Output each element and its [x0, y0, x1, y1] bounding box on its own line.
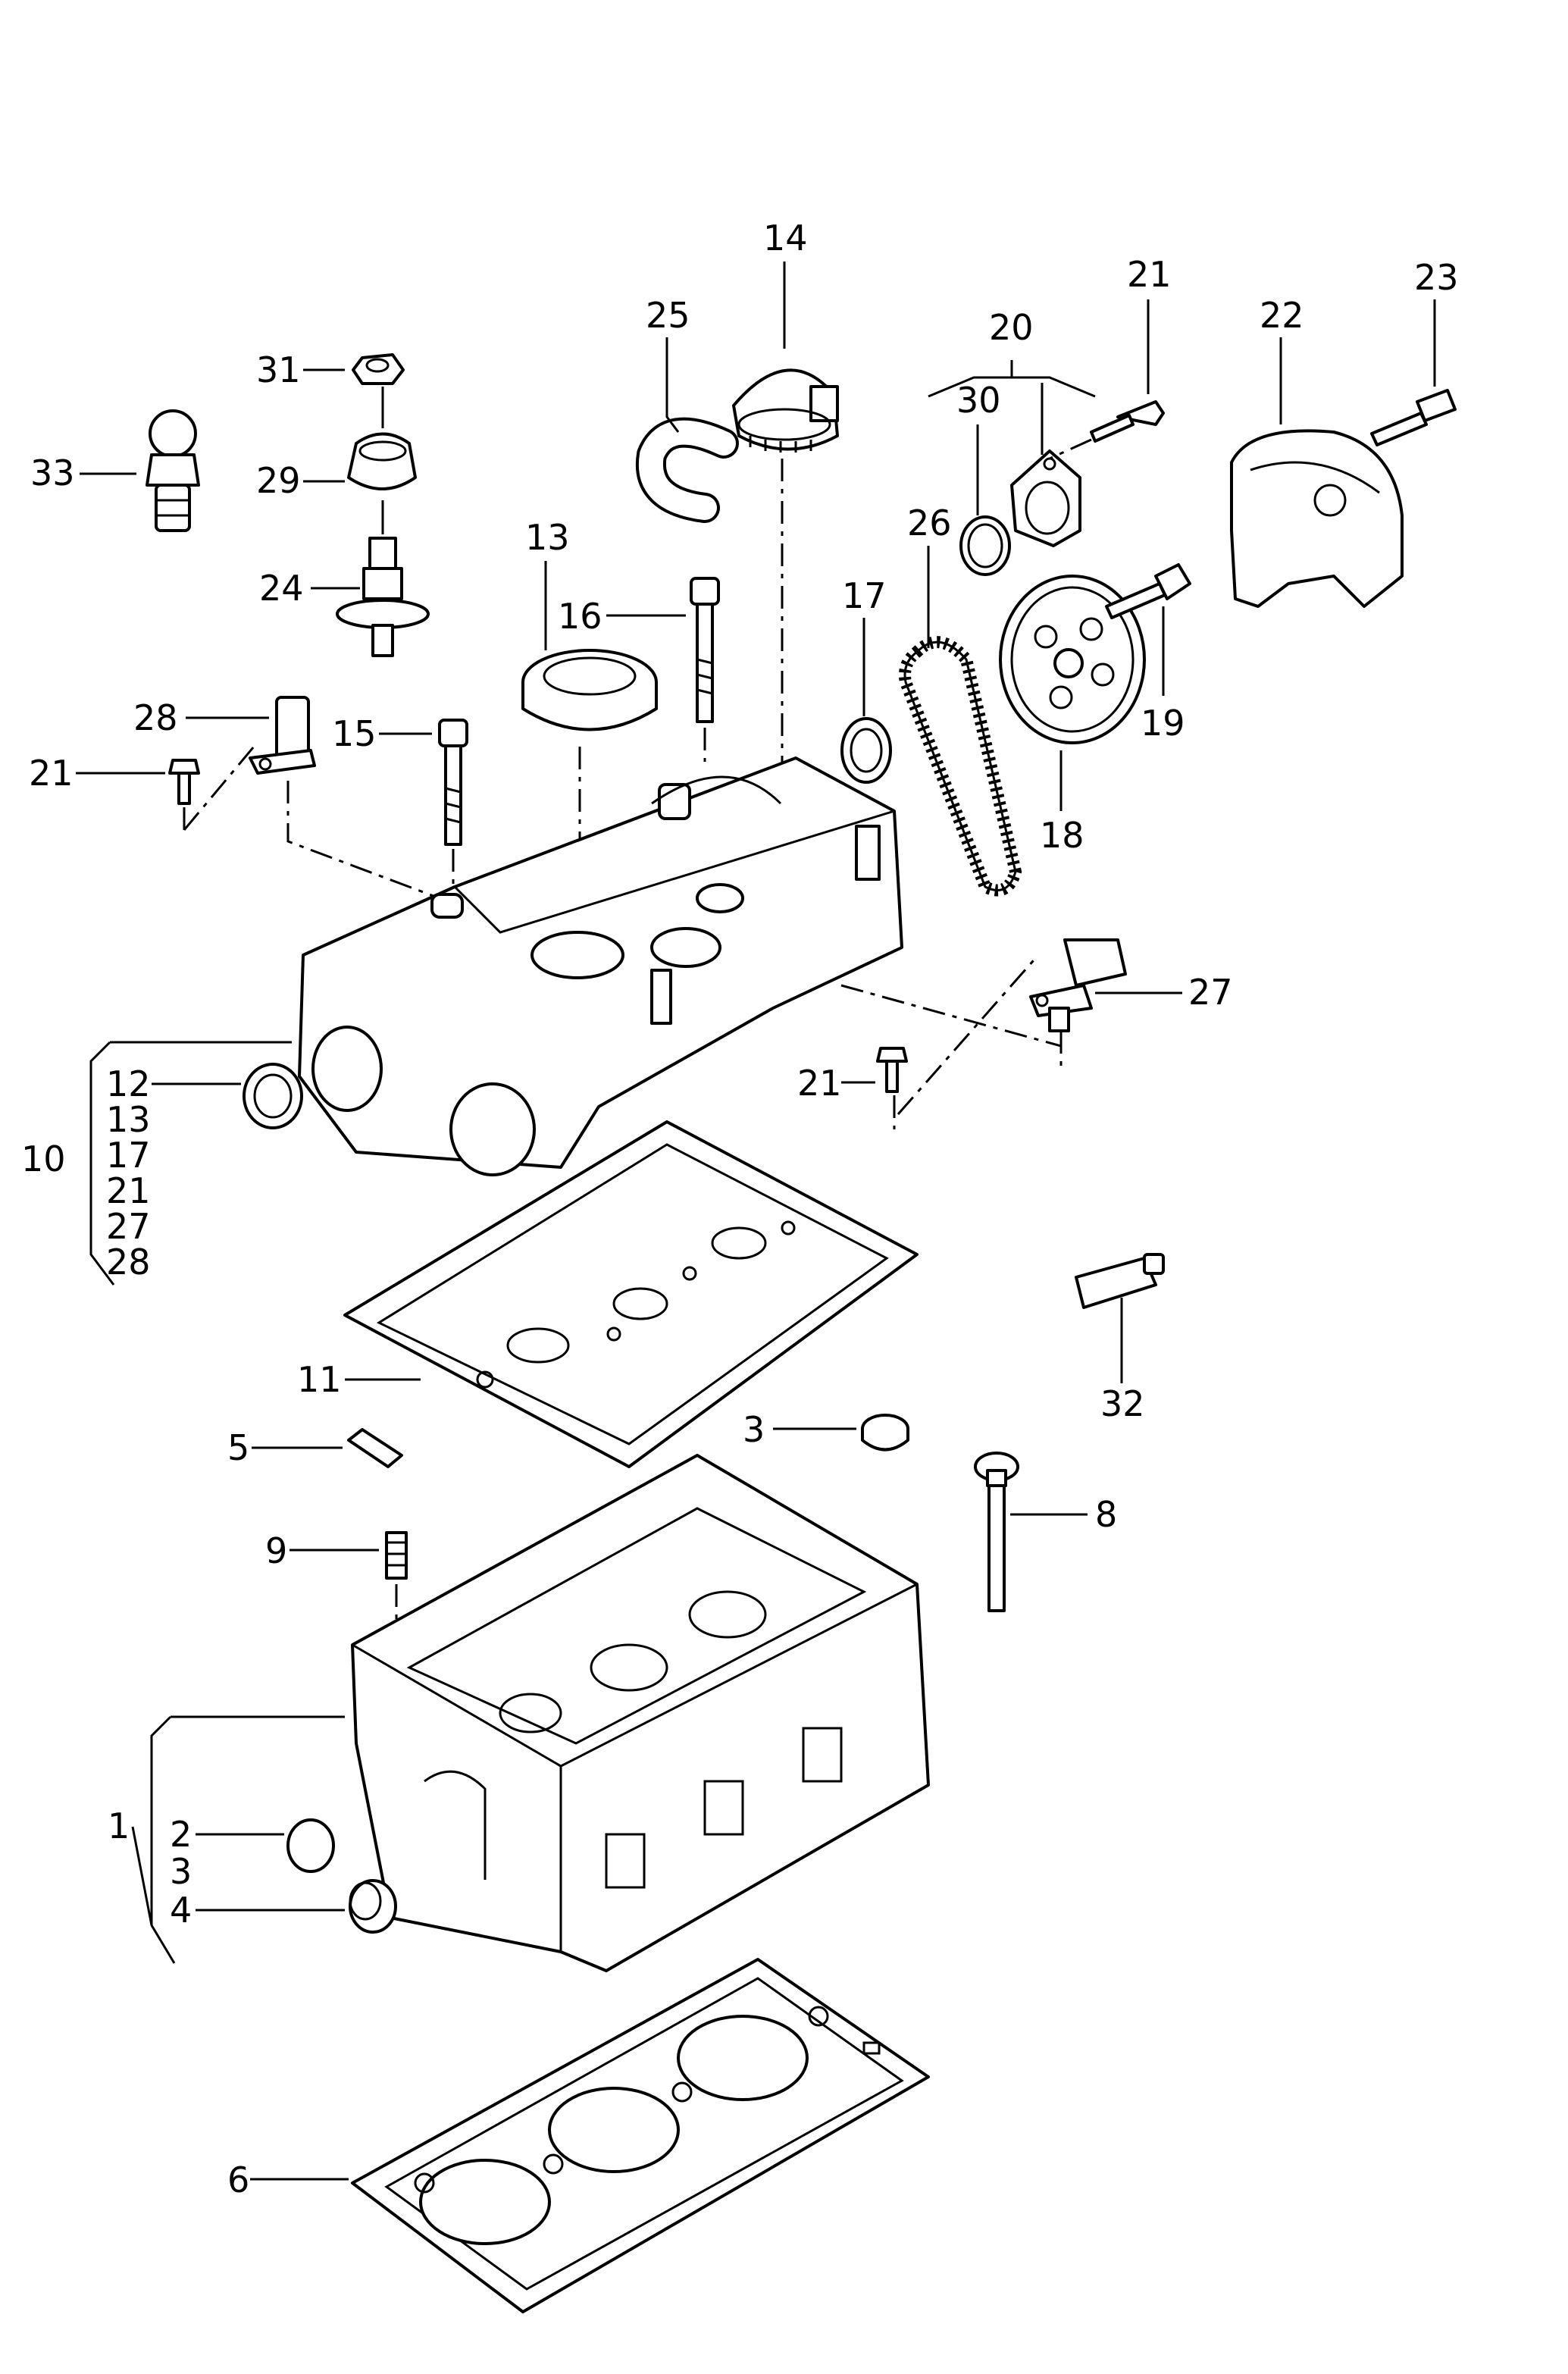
part-16-bolt: [690, 577, 720, 723]
part-15-bolt: [438, 719, 468, 846]
part-22-cover: [1230, 429, 1404, 608]
callout-10-list-13: 13: [106, 1099, 151, 1140]
bracket-20: [928, 360, 1096, 398]
part-12-seal: [243, 1063, 303, 1129]
part-9-stud: [385, 1531, 408, 1580]
callout-28: 28: [133, 697, 178, 738]
callout-27: 27: [1188, 972, 1233, 1013]
callout-19: 19: [1141, 703, 1185, 744]
callout-13: 13: [525, 517, 570, 558]
callout-9: 9: [265, 1530, 287, 1571]
part-26-belt: [899, 636, 1022, 897]
callout-4: 4: [170, 1890, 192, 1931]
part-25-hose: [635, 417, 739, 523]
dash-21-left: [183, 746, 255, 831]
callout-21-top: 21: [1127, 254, 1172, 295]
callout-1: 1: [108, 1806, 130, 1846]
callout-10-list-27: 27: [106, 1206, 151, 1247]
part-27-sensor: [1029, 938, 1127, 1032]
part-23-bolt: [1370, 389, 1457, 446]
part-21-bolt-left: [168, 759, 200, 805]
callout-24: 24: [259, 568, 304, 609]
callout-16: 16: [558, 596, 602, 637]
callout-26: 26: [907, 503, 952, 543]
bracket-1: [131, 1715, 176, 1964]
part-2-plug: [286, 1818, 335, 1873]
callout-6: 6: [227, 2159, 249, 2200]
callout-21-left: 21: [29, 753, 74, 794]
part-14-breather: [732, 368, 839, 453]
callout-22: 22: [1260, 295, 1304, 336]
callout-18: 18: [1040, 815, 1084, 856]
dash-21-top: [1049, 438, 1092, 460]
part-20-flange: [1010, 449, 1081, 547]
callout-5: 5: [227, 1427, 249, 1468]
part-24-stud: [336, 537, 430, 657]
part-11-gasket: [343, 1120, 919, 1468]
part-21-bolt-top: [1090, 400, 1165, 443]
leader-25: [665, 337, 680, 433]
callout-11: 11: [297, 1359, 342, 1400]
part-18-sprocket: [999, 575, 1146, 744]
dash-27: [840, 954, 1063, 1115]
callout-10-list-28: 28: [106, 1242, 151, 1283]
callout-14: 14: [763, 218, 808, 258]
part-17-seal: [840, 717, 892, 784]
callout-30: 30: [956, 380, 1001, 421]
part-4-plug: [349, 1879, 397, 1934]
part-3-plug: [861, 1414, 909, 1452]
part-8-head-bolt: [974, 1452, 1019, 1612]
callout-17: 17: [842, 575, 887, 616]
part-33-ball-stud: [146, 409, 200, 532]
part-31-nut: [352, 353, 405, 385]
callout-33: 33: [30, 453, 75, 493]
callout-10: 10: [21, 1138, 66, 1179]
part-13-filler-cap: [521, 649, 658, 731]
part-1-cylinder-head: [351, 1454, 930, 1972]
callout-labels: 33 31 29 24 28 21 15 16 13 14 25 20 30 2…: [21, 218, 1459, 2200]
part-29-damper: [347, 432, 417, 490]
callout-23: 23: [1414, 257, 1459, 298]
part-28-sensor: [249, 696, 316, 775]
callout-3-top: 3: [743, 1409, 765, 1450]
part-30-o-ring: [959, 515, 1011, 576]
callout-25: 25: [646, 295, 690, 336]
callout-10-list-21: 21: [106, 1170, 151, 1211]
callout-15: 15: [332, 713, 377, 754]
part-19-bolt: [1105, 563, 1191, 619]
callout-21-right: 21: [797, 1063, 842, 1104]
callout-2: 2: [170, 1814, 192, 1855]
callout-31: 31: [256, 349, 301, 390]
callout-10-list-17: 17: [106, 1135, 151, 1176]
part-5-dowel: [347, 1428, 403, 1468]
part-6-head-gasket: [351, 1958, 930, 2313]
callout-12: 12: [106, 1063, 151, 1104]
callout-32: 32: [1100, 1383, 1145, 1424]
part-21-bolt-right: [876, 1047, 908, 1093]
callout-3-bottom: 3: [170, 1851, 192, 1892]
part-10-head-cover: [298, 756, 903, 1176]
callout-8: 8: [1095, 1494, 1117, 1535]
dash-28: [286, 781, 471, 911]
bracket-10: [89, 1041, 115, 1286]
callout-29: 29: [256, 460, 301, 501]
part-32-sealant-tube: [1075, 1253, 1165, 1309]
callout-20: 20: [989, 307, 1034, 348]
